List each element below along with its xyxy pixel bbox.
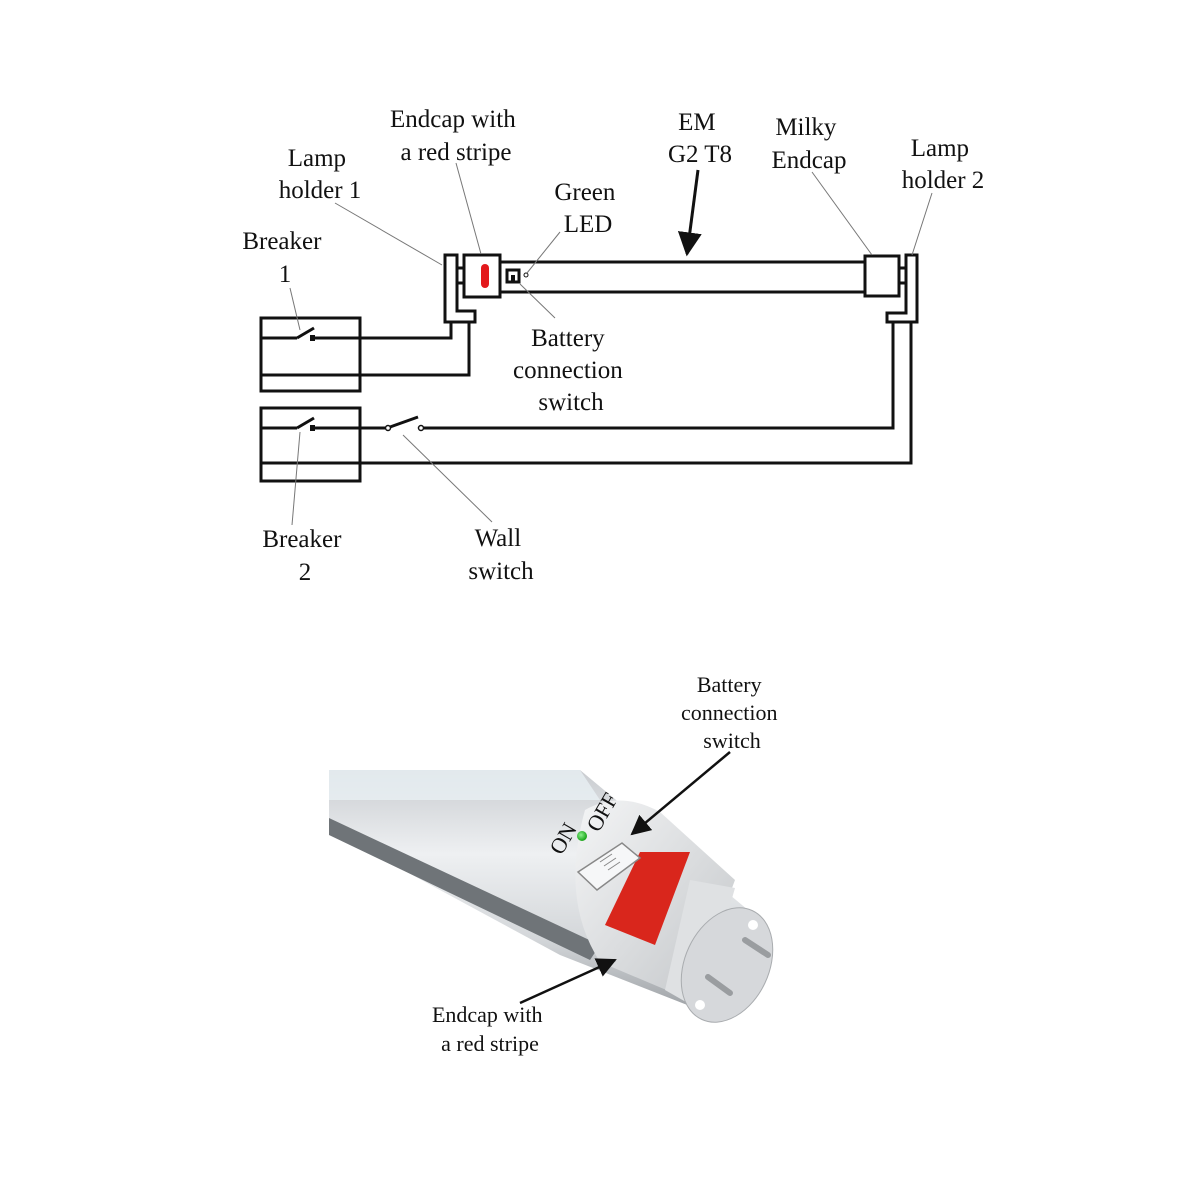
label-wall-switch: Wall switch xyxy=(468,525,534,585)
label-breaker-2: Breaker 2 xyxy=(262,526,347,586)
label-milky-endcap: Milky Endcap xyxy=(772,114,847,174)
wiring xyxy=(315,322,913,465)
product-label-endcap-red: Endcap with a red stripe xyxy=(432,1002,548,1056)
pin-2 xyxy=(705,974,733,996)
label-lamp-holder-1: Lamp holder 1 xyxy=(279,145,362,204)
battery-switch-knob xyxy=(511,275,515,281)
label-breaker-1: Breaker 1 xyxy=(242,228,327,288)
em-g2-t8-tube xyxy=(498,260,867,294)
battery-slide-switch xyxy=(576,842,642,891)
endcap-arrow xyxy=(519,958,617,1005)
pin-1 xyxy=(742,937,771,958)
green-led-icon xyxy=(523,272,529,278)
product-render: ON OFF Battery connection switch Endcap … xyxy=(329,672,783,1056)
schematic: Endcap with a red stripe Lamp holder 1 G… xyxy=(242,106,984,586)
label-em-g2-t8: EM G2 T8 xyxy=(668,109,732,168)
product-label-battery-switch: Battery connection switch xyxy=(681,672,783,753)
lamp-holder-1 xyxy=(443,253,477,324)
red-stripe-mark xyxy=(481,264,489,288)
breaker-2 xyxy=(259,406,362,483)
breaker-1 xyxy=(259,316,362,393)
tube-pointer-arrow xyxy=(677,169,702,257)
endcap-red-stripe xyxy=(462,253,502,299)
green-led-icon xyxy=(577,831,587,841)
label-lamp-holder-2: Lamp holder 2 xyxy=(902,135,985,194)
red-stripe xyxy=(605,852,690,945)
wall-switch xyxy=(384,415,425,432)
battery-switch-arrow xyxy=(630,751,731,836)
milky-endcap xyxy=(863,254,901,298)
label-green-led: Green LED xyxy=(554,179,621,238)
label-battery-switch: Battery connection switch xyxy=(513,325,629,416)
label-endcap-red: Endcap with a red stripe xyxy=(390,106,522,166)
lamp-holder-2 xyxy=(885,253,919,324)
tube-heatsink-groove xyxy=(329,818,600,960)
end-face xyxy=(680,907,774,1023)
